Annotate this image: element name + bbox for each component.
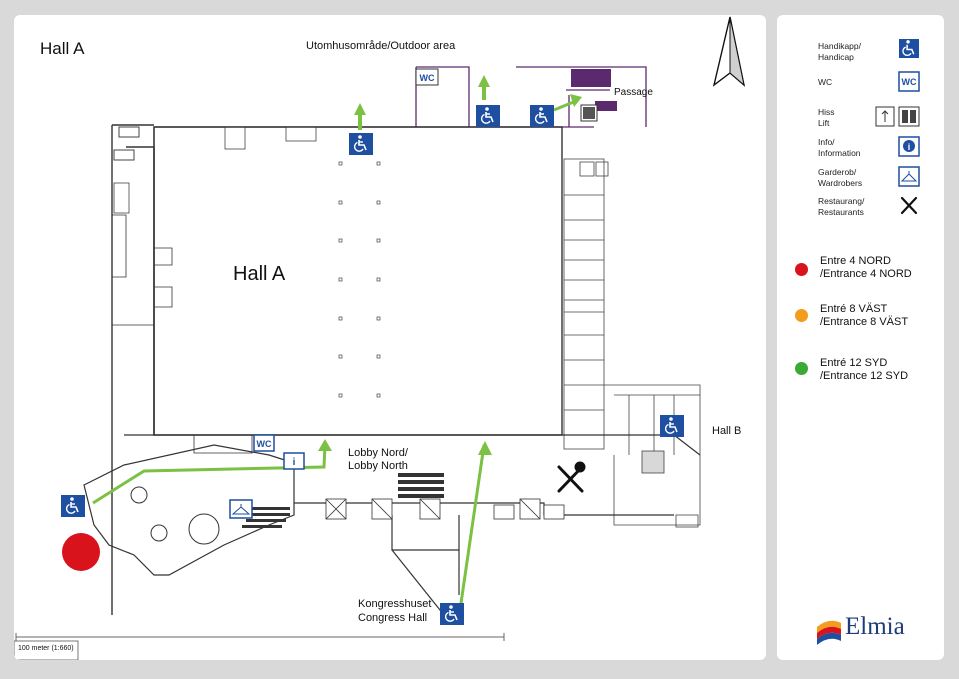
legend-item-handicap: Handikapp/Handicap xyxy=(818,41,862,62)
top-rooms xyxy=(153,66,647,435)
lift-icon xyxy=(580,104,598,122)
passage-label: Passage xyxy=(614,87,653,98)
floor-plan: Passage xyxy=(14,16,746,660)
scale-label: 100 meter (1:660) xyxy=(18,645,74,652)
entrance-nord-dot xyxy=(795,263,808,276)
wc-icon: WC xyxy=(253,434,275,452)
svg-text:WC: WC xyxy=(420,73,435,83)
svg-text:WC: WC xyxy=(257,439,272,449)
right-rooms xyxy=(563,158,701,528)
outdoor-area-label: Utomhusområde/Outdoor area xyxy=(306,40,456,52)
legend-item-wc: WC xyxy=(818,77,833,87)
legend-item-wardrobe: Garderob/Wardrobers xyxy=(818,167,863,188)
wheelchair-icon xyxy=(476,105,500,127)
stairs xyxy=(242,473,444,528)
legend-item-restaurant: Restaurang/Restaurants xyxy=(818,196,865,217)
wheelchair-icon xyxy=(349,133,373,155)
entrance-syd-dot xyxy=(795,362,808,375)
congress-label-2: Congress Hall xyxy=(358,612,428,624)
route-arrows xyxy=(318,75,582,455)
legend-info-icon: i xyxy=(898,136,920,157)
legend-cutlery-icon xyxy=(900,196,918,215)
north-arrow-icon xyxy=(712,16,746,87)
elmia-logo-mark xyxy=(817,620,841,645)
map-panel: Passage xyxy=(14,15,766,660)
legend-wc-icon: WC xyxy=(898,71,920,92)
wheelchair-icon xyxy=(660,415,684,437)
legend-item-info: Info/Information xyxy=(818,137,861,158)
map-title: Hall A xyxy=(40,39,85,58)
svg-text:WC: WC xyxy=(902,77,917,87)
route-lines xyxy=(92,444,486,611)
lobby-boxes xyxy=(325,498,565,520)
entrance-syd-label: Entré 12 SYD/Entrance 12 SYD xyxy=(820,357,909,382)
legend-wheelchair-icon xyxy=(899,39,919,58)
wheelchair-icon xyxy=(61,495,85,517)
legend-lift-icon xyxy=(875,106,920,127)
legend-hanger-icon xyxy=(898,166,920,187)
entrance-vast-label: Entré 8 VÄST/Entrance 8 VÄST xyxy=(820,303,909,328)
wheelchair-icon xyxy=(530,105,554,127)
lobby-label-1: Lobby Nord/ xyxy=(348,447,408,459)
hall-b-label: Hall B xyxy=(712,425,742,437)
info-icon: i xyxy=(283,452,305,470)
congress-label-1: Kongresshuset xyxy=(358,598,432,610)
hanger-icon xyxy=(229,499,253,519)
elmia-logo-text: Elmia xyxy=(845,613,905,640)
legend-icons: WC i xyxy=(817,39,920,645)
entrance-vast-dot xyxy=(795,309,808,322)
svg-text:i: i xyxy=(908,142,911,152)
scale-bar xyxy=(14,633,505,660)
hall-a-label: Hall A xyxy=(233,263,286,285)
wheelchair-icon xyxy=(440,603,464,625)
hall-a-floor xyxy=(111,124,563,615)
legend-panel: WC i Handikapp/Han xyxy=(777,15,944,660)
entrance-nord-label: Entre 4 NORD/Entrance 4 NORD xyxy=(820,255,912,280)
lobby-label-2: Lobby North xyxy=(348,460,408,472)
cutlery-icon xyxy=(557,461,586,493)
wc-icon: WC xyxy=(420,73,435,83)
svg-text:i: i xyxy=(293,457,296,468)
pillars xyxy=(338,161,381,398)
entrance-nord-marker xyxy=(62,533,100,571)
